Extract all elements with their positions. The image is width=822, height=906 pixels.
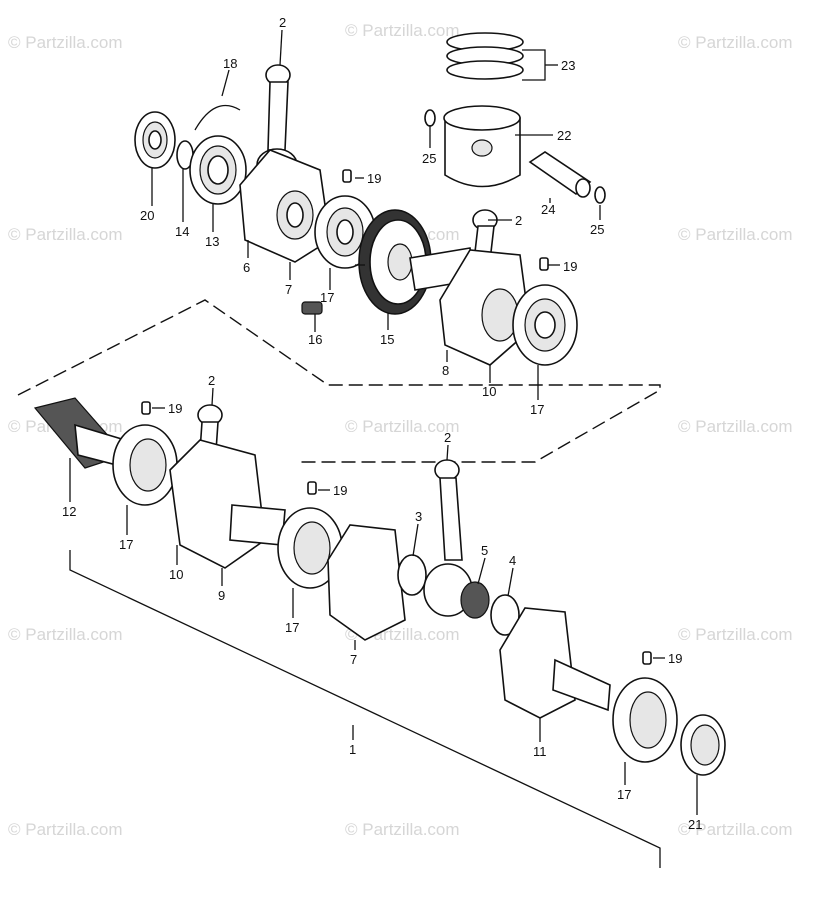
callout-19: 19 [563,259,577,274]
watermark: © Partzilla.com [678,33,793,52]
watermark: © Partzilla.com [345,820,460,839]
clip-25-left [424,109,436,127]
gear-15 [358,209,432,315]
callout-23: 23 [561,58,575,73]
piston-rings-23 [446,32,524,80]
crank-web-11 [499,607,611,719]
callout-15: 15 [380,332,394,347]
callout-17: 17 [617,787,631,802]
callout-25: 25 [422,151,436,166]
clip-25-right [594,186,606,204]
watermark: © Partzilla.com [678,820,793,839]
callout-7: 7 [350,652,357,667]
connecting-rod-lower-middle [423,459,473,617]
callout-7: 7 [285,282,292,297]
bearing-17-lower-right [612,677,678,763]
bearing-17-lower-middle [277,507,343,589]
watermark-layer: © Partzilla.com © Partzilla.com © Partzi… [8,21,793,839]
callout-22: 22 [557,128,571,143]
bearing-17-lower-left [112,424,178,506]
callout-17: 17 [119,537,133,552]
callout-21: 21 [688,817,702,832]
needle-bearing-5 [460,581,490,619]
oil-seal-20 [134,111,176,169]
callout-20: 20 [140,208,154,223]
crank-web-8 [439,249,531,366]
watermark: © Partzilla.com [8,33,123,52]
callout-17: 17 [285,620,299,635]
crank-web-7 [239,149,331,263]
watermark: © Partzilla.com [678,625,793,644]
callout-17: 17 [320,290,334,305]
shaft-middle [229,504,286,546]
callout-10: 10 [169,567,183,582]
key-19 [642,651,652,665]
callout-10: 10 [482,384,496,399]
callout-1: 1 [349,742,356,757]
callout-16: 16 [308,332,322,347]
key-19 [342,169,352,183]
assembly-dashed-outline [17,299,661,463]
callout-2: 2 [444,430,451,445]
callout-2: 2 [208,373,215,388]
key-19 [141,401,151,415]
leader-lines [69,29,698,815]
callout-24: 24 [541,202,555,217]
assembly-bracket [69,550,661,868]
watermark: © Partzilla.com [345,417,460,436]
callout-2: 2 [279,15,286,30]
callout-labels: 2 18 23 22 25 19 24 2 25 20 14 13 6 7 17… [62,15,702,832]
callout-5: 5 [481,543,488,558]
callout-13: 13 [205,234,219,249]
callout-19: 19 [367,171,381,186]
callout-18: 18 [223,56,237,71]
callout-17: 17 [530,402,544,417]
piston-pin-24 [528,151,592,198]
watermark: © Partzilla.com [678,225,793,244]
bearing-17-right [512,284,578,366]
key-19 [307,481,317,495]
callout-19: 19 [668,651,682,666]
washer-4 [490,594,520,636]
callout-4: 4 [509,553,516,568]
washer-3 [397,554,427,596]
callout-12: 12 [62,504,76,519]
callout-6: 6 [243,260,250,275]
pin-18 [194,104,241,131]
callout-8: 8 [442,363,449,378]
oil-seal-21 [680,714,726,776]
callout-25: 25 [590,222,604,237]
callout-3: 3 [415,509,422,524]
piston-22 [443,105,521,188]
callout-11: 11 [533,744,547,759]
bearing-13 [189,135,247,205]
key-19 [539,257,549,271]
callout-19: 19 [333,483,347,498]
watermark: © Partzilla.com [678,417,793,436]
callout-14: 14 [175,224,189,239]
callout-2: 2 [515,213,522,228]
callout-9: 9 [218,588,225,603]
watermark: © Partzilla.com [8,820,123,839]
watermark: © Partzilla.com [345,21,460,40]
crank-web-7-lower [327,524,406,641]
callout-19: 19 [168,401,182,416]
bolt-16 [301,301,323,315]
crank-web-9 [169,439,266,569]
watermark: © Partzilla.com [8,625,123,644]
watermark: © Partzilla.com [8,225,123,244]
